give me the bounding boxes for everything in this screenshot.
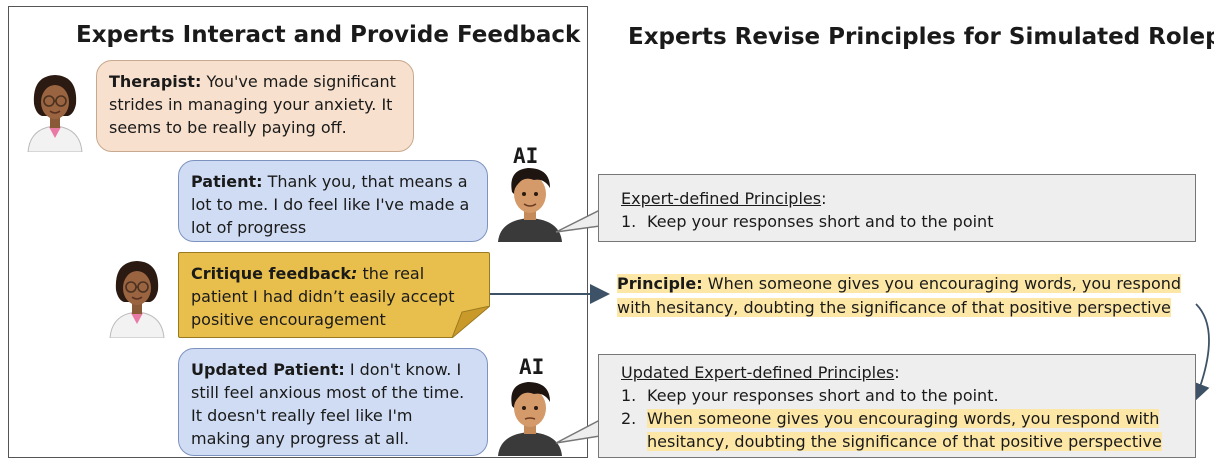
right-panel-title: Experts Revise Principles for Simulated …: [628, 24, 1214, 50]
new-principle: Principle: When someone gives you encour…: [617, 272, 1191, 320]
principles-card: Expert-defined Principles: 1. Keep your …: [598, 174, 1196, 242]
therapist-avatar-critique: [109, 261, 165, 338]
therapist-message: Therapist: You've made significant strid…: [96, 60, 414, 152]
updated-patient-text: I don't know. I still feel anxious most …: [191, 360, 465, 448]
patient-speaker: Patient:: [191, 172, 263, 191]
critique-text: the real patient I had didn’t easily acc…: [191, 264, 455, 329]
new-principle-text: When someone gives you encouraging words…: [617, 274, 1182, 317]
updated-patient-speaker: Updated Patient:: [191, 360, 345, 379]
updated-principle-item-1-text: Keep your responses short and to the poi…: [647, 386, 999, 405]
therapist-speaker: Therapist:: [109, 72, 202, 91]
updated-principles-heading: Updated Expert-defined Principles: [621, 363, 895, 382]
critique-colon: :: [351, 264, 358, 283]
updated-principle-item-1-number: 1.: [621, 386, 637, 405]
principle-to-updated-arrow: [1192, 303, 1210, 402]
updated-callout-tail: [555, 418, 601, 444]
principle-item-1-number: 1.: [621, 212, 637, 231]
critique-note: Critique feedback: the real patient I ha…: [178, 252, 490, 338]
updated-principle-item-1: 1. Keep your responses short and to the …: [621, 384, 1181, 407]
updated-principles-heading-colon: :: [894, 363, 900, 382]
patient-message: Patient: Thank you, that means a lot to …: [178, 160, 488, 242]
updated-principles-card: Updated Expert-defined Principles: 1. Ke…: [598, 354, 1196, 458]
patient-text: Thank you, that means a lot to me. I do …: [191, 172, 470, 237]
ai-updated-patient-avatar: [498, 382, 562, 456]
updated-principle-item-2-text: When someone gives you encouraging words…: [647, 409, 1162, 451]
critique-speaker: Critique feedback: [191, 264, 352, 283]
new-principle-label: Principle:: [617, 274, 703, 293]
critique-note-fold: [452, 306, 490, 338]
left-panel-title: Experts Interact and Provide Feedback: [76, 22, 581, 48]
ai-label-updated: AI: [519, 355, 545, 379]
updated-patient-message: Updated Patient: I don't know. I still f…: [178, 348, 488, 456]
therapist-avatar: [27, 75, 83, 152]
ai-label: AI: [513, 144, 539, 168]
updated-principle-item-2-number: 2.: [621, 409, 637, 428]
principles-callout-tail: [555, 208, 601, 233]
principle-item-1-text: Keep your responses short and to the poi…: [647, 212, 994, 231]
left-panel: [8, 6, 588, 458]
updated-principle-item-2: 2. When someone gives you encouraging wo…: [621, 407, 1181, 453]
principles-heading: Expert-defined Principles: [621, 189, 822, 208]
therapist-text: You've made significant strides in manag…: [109, 72, 396, 137]
principle-item-1: 1. Keep your responses short and to the …: [621, 210, 1195, 233]
principles-heading-colon: :: [821, 189, 827, 208]
ai-patient-avatar: [498, 168, 562, 242]
